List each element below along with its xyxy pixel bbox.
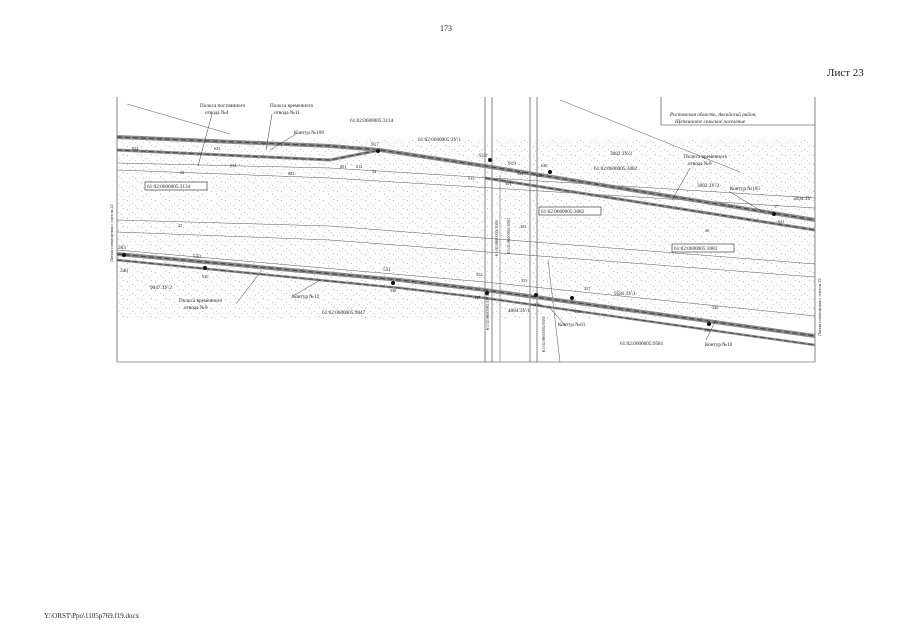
label-parcel-box-right: 61:02:0600005:3083 [674,246,718,252]
map-texture [118,140,814,320]
label-strip-temp-9-bot-b: отвода №9 [184,305,208,311]
strip-top [116,135,816,232]
label-strip-perm-4-b: отвода №4 [205,110,229,116]
label-num-9047: 9047:ЗУ/2 [150,285,172,291]
label-strip-temp-9-top-a: Полоса временного [684,154,728,160]
label-parcel-vert3: 61:02:0600005:3083 [506,218,511,254]
label-parcel-top3: 61:02:0600005:3082 [594,166,638,172]
label-n917: 917 [371,142,379,148]
label-parcel-box-mid: 61:02:0600005:3082 [541,209,585,215]
label-contour-12: Контур №12 [292,294,320,300]
label-parcel-vert2: 61:02:0600005:9581 [541,316,546,352]
label-contour-106: Контур №106 [294,130,324,136]
label-n550: 550 [193,254,201,260]
survey-points [122,149,776,326]
side-label-left: Линия совмещения с листом 22 [109,204,114,262]
label-parcel-bot2: 61:02:0600005:9581 [620,341,664,347]
label-n301: 301 [505,181,511,186]
label-n354: 354 [574,309,581,314]
label-n357: 357 [584,286,591,291]
label-n17: 17 [774,204,779,209]
label-n302: 302 [520,224,526,229]
label-n530: 530 [202,274,208,279]
label-parcel-top2: 61:02:0600005:ЗУ/1 [418,137,461,143]
label-n918: 918 [479,153,487,159]
label-n641: 641 [778,219,784,224]
label-parcel-vert1: 61:02:0600005:ЗУ/1 [485,294,490,330]
label-n25: 25 [178,223,182,228]
label-n26: 26 [705,228,710,233]
label-n646: 646 [541,163,548,168]
label-strip-temp-9-bot-a: Полоса временного [179,298,223,304]
region-note-1: Ростовская область, Аксайский район, [669,111,756,118]
label-n324: 324 [517,171,524,176]
label-n882: 882 [288,171,294,176]
label-parcel-bot1: 61:02:0600005:9047 [322,310,366,316]
label-n336: 336 [534,302,541,307]
label-n633: 633 [214,146,220,151]
parcel-boundaries [116,99,816,363]
label-strip-temp-11-b: отвода №11 [274,110,300,116]
parcel-boxes [144,181,735,253]
label-n337: 337 [474,295,481,300]
label-num-3094: 3094:ЗУ [793,196,811,202]
file-path-footer: Y:\ORST\Ppo\1105p769.f19.docx [44,612,140,620]
label-n338: 338 [390,288,396,293]
label-n340: 340 [120,268,128,274]
label-parcel-top1: 61:02:0600005:3134 [350,118,394,124]
side-label-right: Линия совмещения с листом 22 [817,278,822,336]
label-n512: 512 [356,164,362,169]
label-strip-temp-11-a: Полоса временного [270,103,314,109]
label-n834: 834 [132,146,139,151]
label-parcel-box-left: 61:02:0600005:3134 [147,184,191,190]
label-n356: 356 [712,305,719,310]
label-n552: 552 [476,272,482,277]
label-contour-61: Контур №61 [558,322,586,328]
label-n363: 363 [118,245,126,251]
label-num-9581: 9581:ЗУ/1 [614,291,636,297]
map-labels: Полоса постоянного отвода №4 Полоса врем… [109,103,822,352]
label-strip-perm-4-a: Полоса постоянного [200,103,246,109]
sheet-label: Лист 23 [827,67,864,79]
label-n532: 532 [230,163,236,168]
label-parcel-vert4: 61:02:0600005:3083 [494,220,499,256]
strip-bottom [116,252,816,347]
leader-lines [197,113,761,341]
page-number: 173 [440,24,452,33]
label-contour-105: Контур №105 [730,186,760,192]
label-n851: 851 [340,164,346,169]
label-n919: 919 [508,161,516,167]
label-n645: 645 [536,173,542,178]
label-num-3082-2: 3082:ЗУ/2 [610,151,632,157]
label-n513: 513 [468,176,474,181]
region-note-2: Щепкинское сельское поселение [674,119,746,125]
label-n535: 535 [704,328,710,333]
label-n23: 23 [180,170,184,175]
label-num-3082-3: 3082:ЗУ/3 [697,183,719,189]
label-num-4084: 4084:ЗУ/1 [508,308,530,314]
label-strip-temp-9-top-b: отвода №9 [688,161,712,167]
label-contour-10: Контур №10 [705,342,733,348]
label-n24: 24 [372,169,377,174]
label-n551: 551 [383,267,391,273]
label-n553: 553 [521,278,527,283]
